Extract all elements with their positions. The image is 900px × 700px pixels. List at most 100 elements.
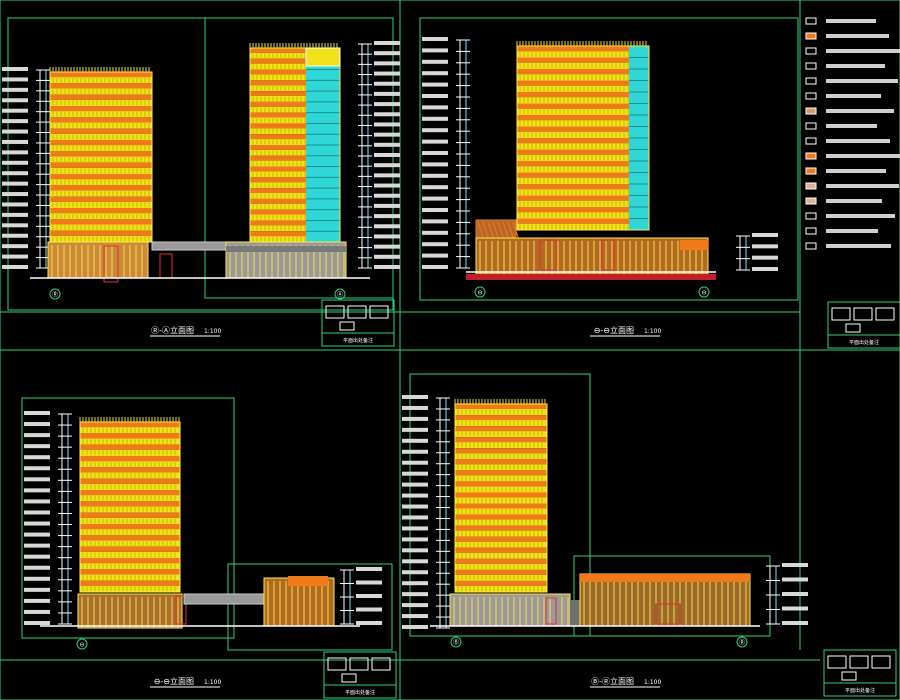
level-label: [2, 254, 28, 259]
floor-window-band: [80, 540, 180, 547]
floor-window-band: [455, 420, 547, 427]
floor-band: [517, 207, 649, 213]
floor-window-band: [517, 166, 649, 173]
level-label: [24, 565, 50, 570]
level-label: [2, 139, 28, 144]
level-label: [356, 607, 382, 612]
level-label: [422, 105, 448, 110]
level-label: [422, 82, 448, 87]
sheet-bl-red-frame: [175, 595, 187, 625]
legend-swatch: [805, 17, 817, 25]
floor-window-band: [80, 449, 180, 456]
sheet-bl-levels-right: [340, 567, 382, 625]
level-label: [422, 37, 448, 41]
sheet-tr-lattice-strut: [512, 221, 520, 241]
sheet-scale-text: 1:100: [644, 328, 661, 335]
title-block-stamp-mid: [853, 307, 873, 321]
legend-swatch: [805, 32, 817, 40]
level-label: [24, 455, 50, 460]
legend-swatch: [805, 212, 817, 220]
floor-band: [250, 166, 340, 172]
floor-band: [50, 106, 152, 112]
floor-window-band: [250, 182, 340, 189]
sheet-tl-podium-left-body: [47, 241, 149, 279]
legend-label: [826, 79, 898, 83]
sheet-tl-tower-left: [49, 67, 153, 243]
level-label: [2, 67, 28, 71]
floor-window-band: [517, 62, 649, 69]
level-label: [356, 594, 382, 598]
floor-window-band: [250, 52, 340, 59]
title-block: 平面出处备注: [827, 301, 900, 349]
floor-band: [250, 134, 340, 140]
level-label: [402, 416, 428, 421]
level-label: [2, 212, 28, 217]
level-label: [402, 548, 428, 553]
level-label: [752, 233, 778, 237]
title-block-logo: [341, 673, 357, 683]
floor-band: [50, 151, 152, 157]
floor-band: [517, 103, 649, 109]
level-label: [422, 230, 448, 235]
level-label: [422, 48, 448, 53]
legend-swatch: [805, 47, 817, 55]
floor-window-band: [455, 519, 547, 526]
sheet-tl-levels-left: [2, 67, 50, 269]
floor-band: [250, 145, 340, 150]
level-label: [752, 255, 778, 260]
sheet-tr-lattice-strut: [487, 221, 495, 241]
floor-band: [455, 503, 547, 509]
floor-band: [50, 230, 152, 236]
level-label: [782, 563, 808, 567]
sheet-br-levels: [402, 395, 450, 629]
floor-band: [455, 404, 547, 409]
floor-band: [50, 72, 152, 78]
level-label: [2, 129, 28, 134]
floor-band: [517, 184, 649, 190]
level-label: [752, 267, 778, 271]
level-label: [2, 181, 28, 186]
level-label: [422, 162, 448, 167]
sheet-tr-podium-body: [475, 237, 709, 275]
floor-window-band: [250, 214, 340, 221]
sheet-tr-lattice-strut: [507, 221, 515, 241]
floor-band: [455, 569, 547, 575]
floor-window-band: [250, 128, 340, 135]
level-label: [374, 102, 400, 107]
title-block-caption: 平面出处备注: [845, 687, 875, 694]
sheet-br-tower: [454, 399, 548, 593]
axis-bubble: ⊖: [698, 286, 710, 298]
sheet-scale-text: 1:100: [644, 679, 661, 686]
level-label: [782, 592, 808, 596]
level-label: [24, 477, 50, 482]
floor-band: [80, 569, 180, 575]
level-label: [24, 422, 50, 427]
sheet-tl-canopy: [226, 246, 346, 252]
legend-label: [826, 184, 899, 188]
floor-window-band: [517, 200, 649, 207]
legend-swatch: [805, 227, 817, 235]
floor-band: [50, 196, 152, 202]
floor-window-band: [80, 472, 180, 479]
level-label: [374, 71, 400, 76]
floor-band: [80, 433, 180, 439]
floor-band: [50, 128, 152, 134]
level-label: [24, 444, 50, 449]
axis-bubble: Ⓡ: [49, 288, 61, 300]
floor-window-band: [455, 552, 547, 559]
title-block-stamp-mid: [849, 655, 869, 669]
level-label: [402, 526, 428, 531]
sheet-br-podium-left: [449, 593, 571, 627]
level-label: [374, 244, 400, 249]
sheet-tl-bridge: [151, 241, 227, 251]
level-label: [24, 411, 50, 415]
title-block-frame: [323, 651, 397, 699]
legend-label: [826, 244, 891, 248]
level-label: [422, 116, 448, 121]
level-label: [24, 576, 50, 581]
legend-label: [826, 154, 900, 158]
